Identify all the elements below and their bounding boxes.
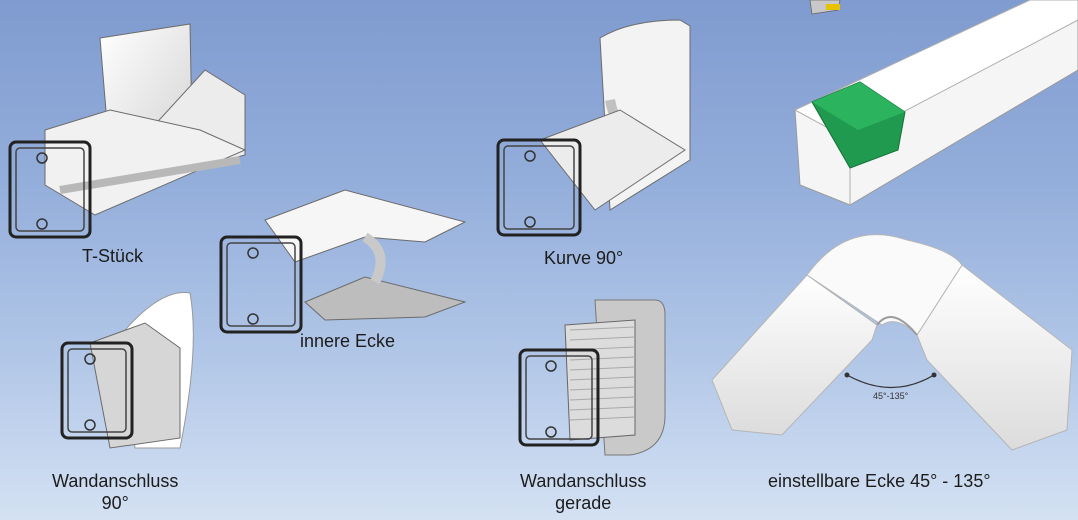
adjustable-corner-image — [711, 234, 1073, 451]
cable-duct-image — [793, 0, 1078, 206]
wall-connection-straight-label-line1: Wandanschluss — [520, 471, 647, 491]
adjustable-corner-label: einstellbare Ecke 45° - 135° — [768, 471, 991, 491]
wall-connection-90-image — [60, 292, 194, 449]
wall-connection-90-label-line2: 90° — [101, 493, 129, 513]
wall-connection-straight-label: Wandanschluss gerade — [520, 470, 646, 514]
t-piece-label: T-Stück — [82, 246, 144, 266]
wall-connection-90-label: Wandanschluss 90° — [52, 470, 178, 514]
curve-90-image — [496, 19, 691, 237]
wall-connection-90-label-line1: Wandanschluss — [52, 471, 179, 491]
inner-corner-image — [219, 189, 467, 334]
t-piece-image — [8, 23, 247, 239]
curve-90-label: Kurve 90° — [544, 248, 624, 268]
angle-range-label: 45°-135° — [873, 391, 909, 401]
wall-connection-straight-label-line2: gerade — [555, 493, 612, 513]
inner-corner-label: innere Ecke — [300, 331, 396, 351]
wall-connection-straight-image — [518, 299, 666, 456]
